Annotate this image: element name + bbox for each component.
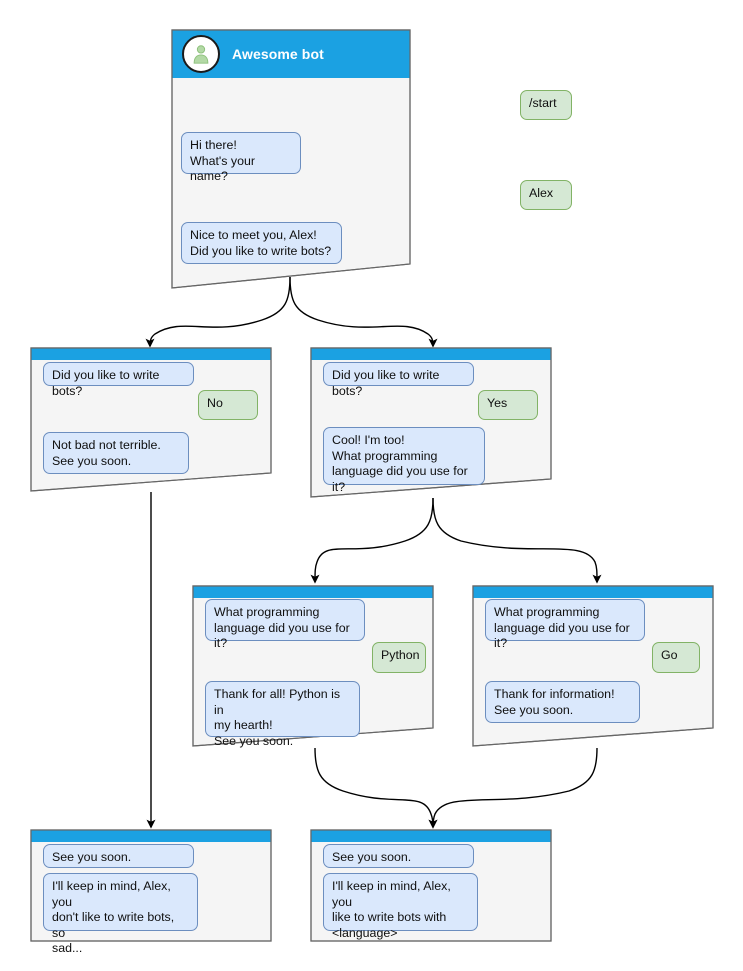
root-window-title: Awesome bot bbox=[232, 46, 324, 62]
chat-node-end-sad[interactable]: See you soon. I'll keep in mind, Alex, y… bbox=[30, 829, 272, 955]
message-bubble-bot: Cool! I'm too! What programming language… bbox=[323, 427, 485, 494]
message-bubble-bot: Did you like to write bots? bbox=[43, 362, 194, 398]
chat-node-root[interactable]: Awesome bot /start Hi there! What's your… bbox=[170, 28, 572, 290]
message-bubble-user: Yes bbox=[478, 390, 538, 420]
message-bubble-user: No bbox=[198, 390, 258, 420]
message-bubble-user: Go bbox=[652, 642, 700, 673]
edge-yes-to-go bbox=[432, 497, 602, 584]
chat-node-go-branch[interactable]: What programming language did you use fo… bbox=[472, 585, 714, 748]
message-bubble-bot: Thank for all! Python is in my hearth! S… bbox=[205, 681, 360, 748]
message-bubble-bot: Did you like to write bots? bbox=[323, 362, 474, 398]
chat-node-yes-branch[interactable]: Did you like to write bots? Yes Cool! I'… bbox=[310, 347, 552, 499]
message-bubble-bot: Not bad not terrible. See you soon. bbox=[43, 432, 189, 474]
message-bubble-user: /start bbox=[520, 90, 572, 120]
message-bubble-bot: See you soon. bbox=[43, 844, 194, 868]
edge-python-to-end-happy bbox=[314, 747, 438, 829]
edge-go-to-end-happy bbox=[428, 747, 598, 829]
message-bubble-user: Python bbox=[372, 642, 426, 673]
message-bubble-bot: I'll keep in mind, Alex, you don't like … bbox=[43, 873, 198, 955]
message-bubble-bot: What programming language did you use fo… bbox=[205, 599, 365, 650]
person-avatar-icon bbox=[182, 35, 220, 73]
root-window-header: Awesome bot bbox=[172, 30, 410, 78]
edge-yes-to-python bbox=[310, 497, 434, 584]
message-bubble-bot: What programming language did you use fo… bbox=[485, 599, 645, 650]
chat-node-end-happy[interactable]: See you soon. I'll keep in mind, Alex, y… bbox=[310, 829, 552, 942]
message-bubble-bot: Thank for information! See you soon. bbox=[485, 681, 640, 723]
message-bubble-bot: Hi there! What's your name? bbox=[181, 132, 301, 183]
message-bubble-bot: I'll keep in mind, Alex, you like to wri… bbox=[323, 873, 478, 940]
message-bubble-user: Alex bbox=[520, 180, 572, 210]
chat-node-python-branch[interactable]: What programming language did you use fo… bbox=[192, 585, 434, 748]
message-bubble-bot: Nice to meet you, Alex! Did you like to … bbox=[181, 222, 342, 264]
message-bubble-bot: See you soon. bbox=[323, 844, 474, 868]
chat-node-no-branch[interactable]: Did you like to write bots? No Not bad n… bbox=[30, 347, 272, 493]
